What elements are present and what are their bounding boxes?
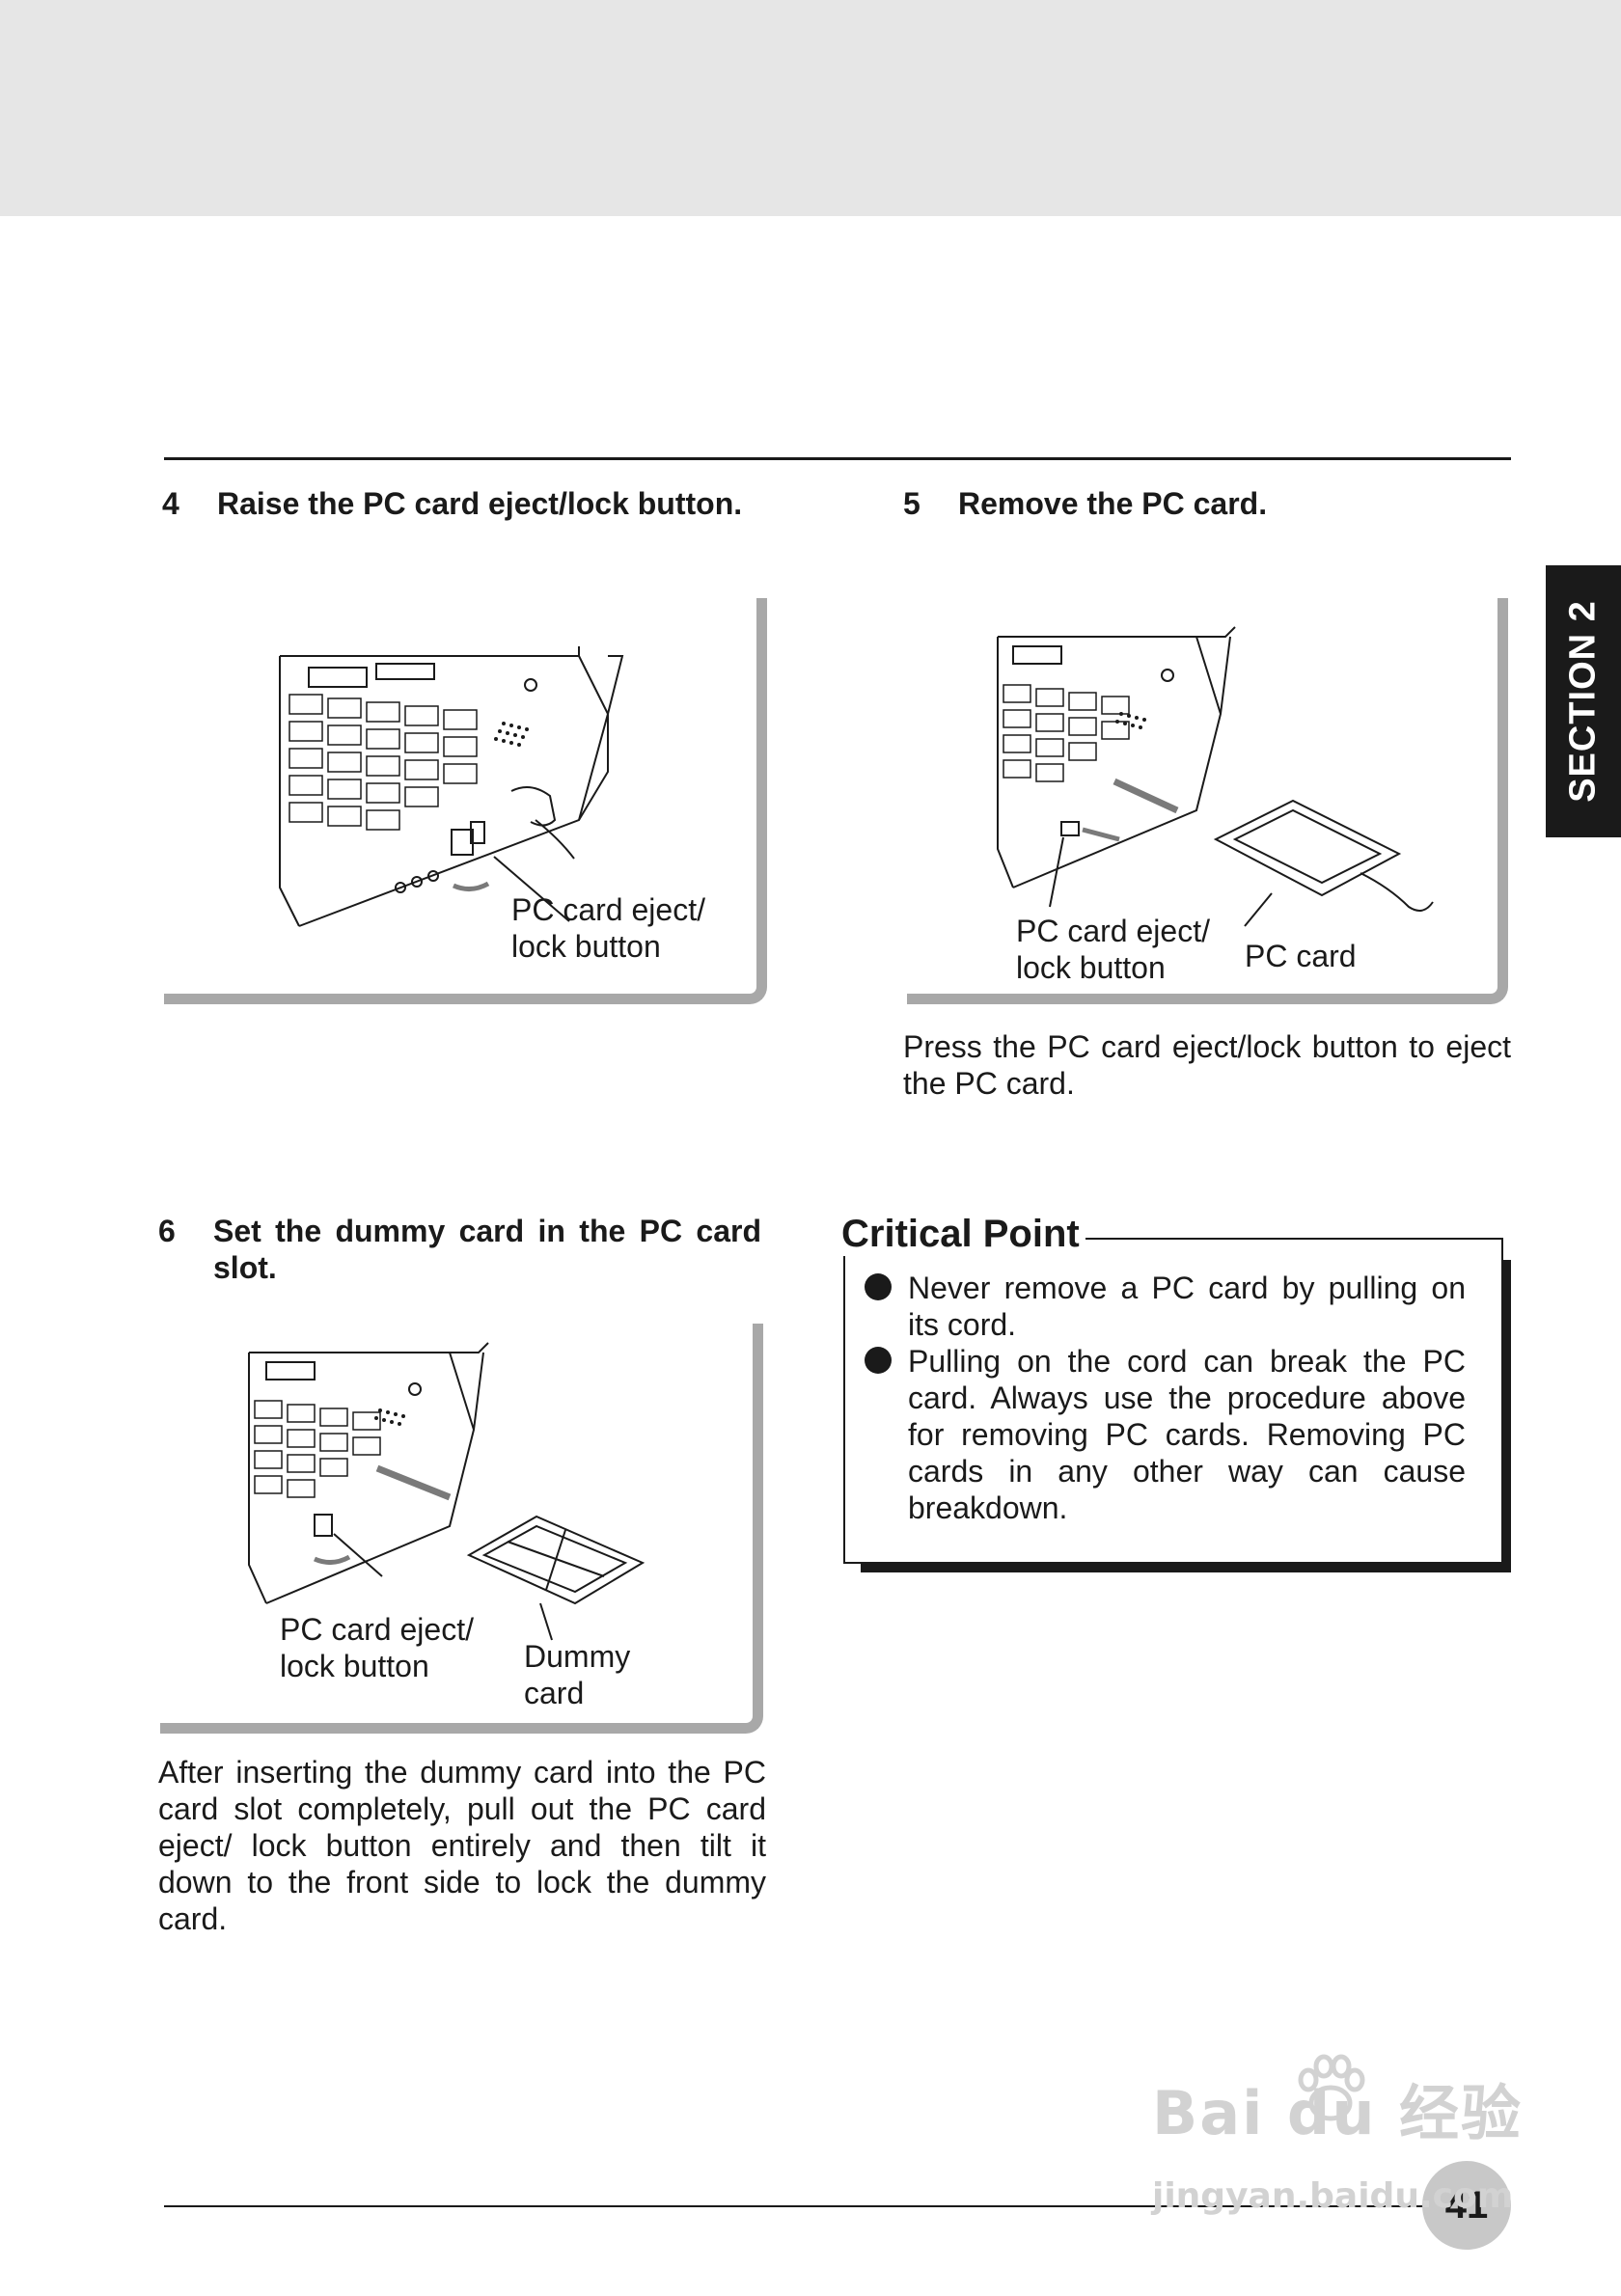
rotate-arrow bbox=[452, 881, 490, 891]
paw-icon bbox=[1298, 2054, 1365, 2121]
step-4-label-line2: lock button bbox=[511, 929, 661, 964]
step-4-number: 4 bbox=[162, 486, 179, 521]
dummy-card-pointer bbox=[539, 1602, 553, 1641]
section-tab: SECTION 2 bbox=[1546, 565, 1621, 837]
remove-arrow bbox=[1113, 778, 1179, 814]
step-5-label-line2: lock button bbox=[1016, 950, 1166, 985]
audio-jacks bbox=[395, 870, 439, 893]
bullet-icon bbox=[865, 1273, 892, 1300]
step-4-figure bbox=[164, 598, 767, 1004]
eject-lock-button bbox=[314, 1514, 333, 1537]
eject-lock-button bbox=[451, 786, 575, 860]
page-number-badge: 41 bbox=[1422, 2161, 1511, 2250]
step-6-figure bbox=[160, 1324, 763, 1734]
critical-point-title: Critical Point bbox=[841, 1212, 1085, 1256]
bullet-icon bbox=[865, 1347, 892, 1374]
step-5-label-pc-card: PC card bbox=[1245, 939, 1357, 973]
watermark-url: jingyan.baidu.com bbox=[1152, 2176, 1514, 2216]
insert-arrow bbox=[375, 1464, 452, 1501]
speaker-grille bbox=[1115, 712, 1146, 729]
step-5-description: Press the PC card eject/lock button to e… bbox=[903, 1029, 1511, 1101]
laptop-eject-button-illustration bbox=[279, 646, 624, 927]
step-6-label-line2: lock button bbox=[280, 1649, 429, 1683]
press-arrow bbox=[1082, 827, 1120, 842]
step-6-title-line1: Set the dummy card in the PC card bbox=[213, 1214, 761, 1248]
eject-lock-button bbox=[1060, 821, 1080, 836]
speaker-grille bbox=[374, 1408, 405, 1426]
step-5-number: 5 bbox=[903, 486, 920, 521]
step-4-label-line1: PC card eject/ bbox=[511, 892, 705, 927]
step-5-label-line1: PC card eject/ bbox=[1016, 914, 1210, 948]
step-4-title: Raise the PC card eject/lock button. bbox=[217, 486, 743, 521]
critical-point-box bbox=[843, 1238, 1503, 1564]
step-5-title: Remove the PC card. bbox=[958, 486, 1268, 521]
dummy-card bbox=[466, 1515, 646, 1605]
step-6-label-card: card bbox=[524, 1676, 585, 1710]
step-6-label-line1: PC card eject/ bbox=[280, 1612, 474, 1647]
keyboard-keys bbox=[254, 1400, 381, 1498]
step-6-label-dummy: Dummy bbox=[524, 1639, 631, 1674]
speaker-grille bbox=[494, 722, 529, 747]
laptop-dummy-card-illustration bbox=[248, 1342, 646, 1641]
eject-button-pointer bbox=[333, 1533, 383, 1577]
bottom-rule bbox=[164, 2205, 1486, 2207]
section-tab-label: SECTION 2 bbox=[1562, 600, 1604, 803]
eject-button-pointer bbox=[1049, 836, 1064, 908]
page-number: 41 bbox=[1444, 2184, 1489, 2227]
top-rule bbox=[164, 457, 1511, 460]
rotate-arrow bbox=[313, 1554, 351, 1565]
keyboard-keys bbox=[1003, 684, 1130, 782]
header-band bbox=[0, 0, 1621, 216]
critical-point-item-2: Pulling on the cord can break the PC car… bbox=[908, 1344, 1466, 1525]
step-6-title-line2: slot. bbox=[213, 1250, 277, 1285]
keyboard-keys bbox=[288, 694, 478, 831]
eject-button-pointer bbox=[493, 856, 570, 922]
pc-card bbox=[1213, 799, 1434, 912]
step-6-number: 6 bbox=[158, 1214, 176, 1248]
pc-card-pointer bbox=[1244, 892, 1273, 927]
step-6-description: After inserting the dummy card into the … bbox=[158, 1755, 766, 1936]
laptop-remove-card-illustration bbox=[997, 626, 1434, 927]
critical-point-item-1: Never remove a PC card by pulling on its… bbox=[908, 1271, 1466, 1342]
step-5-figure bbox=[907, 598, 1508, 1004]
